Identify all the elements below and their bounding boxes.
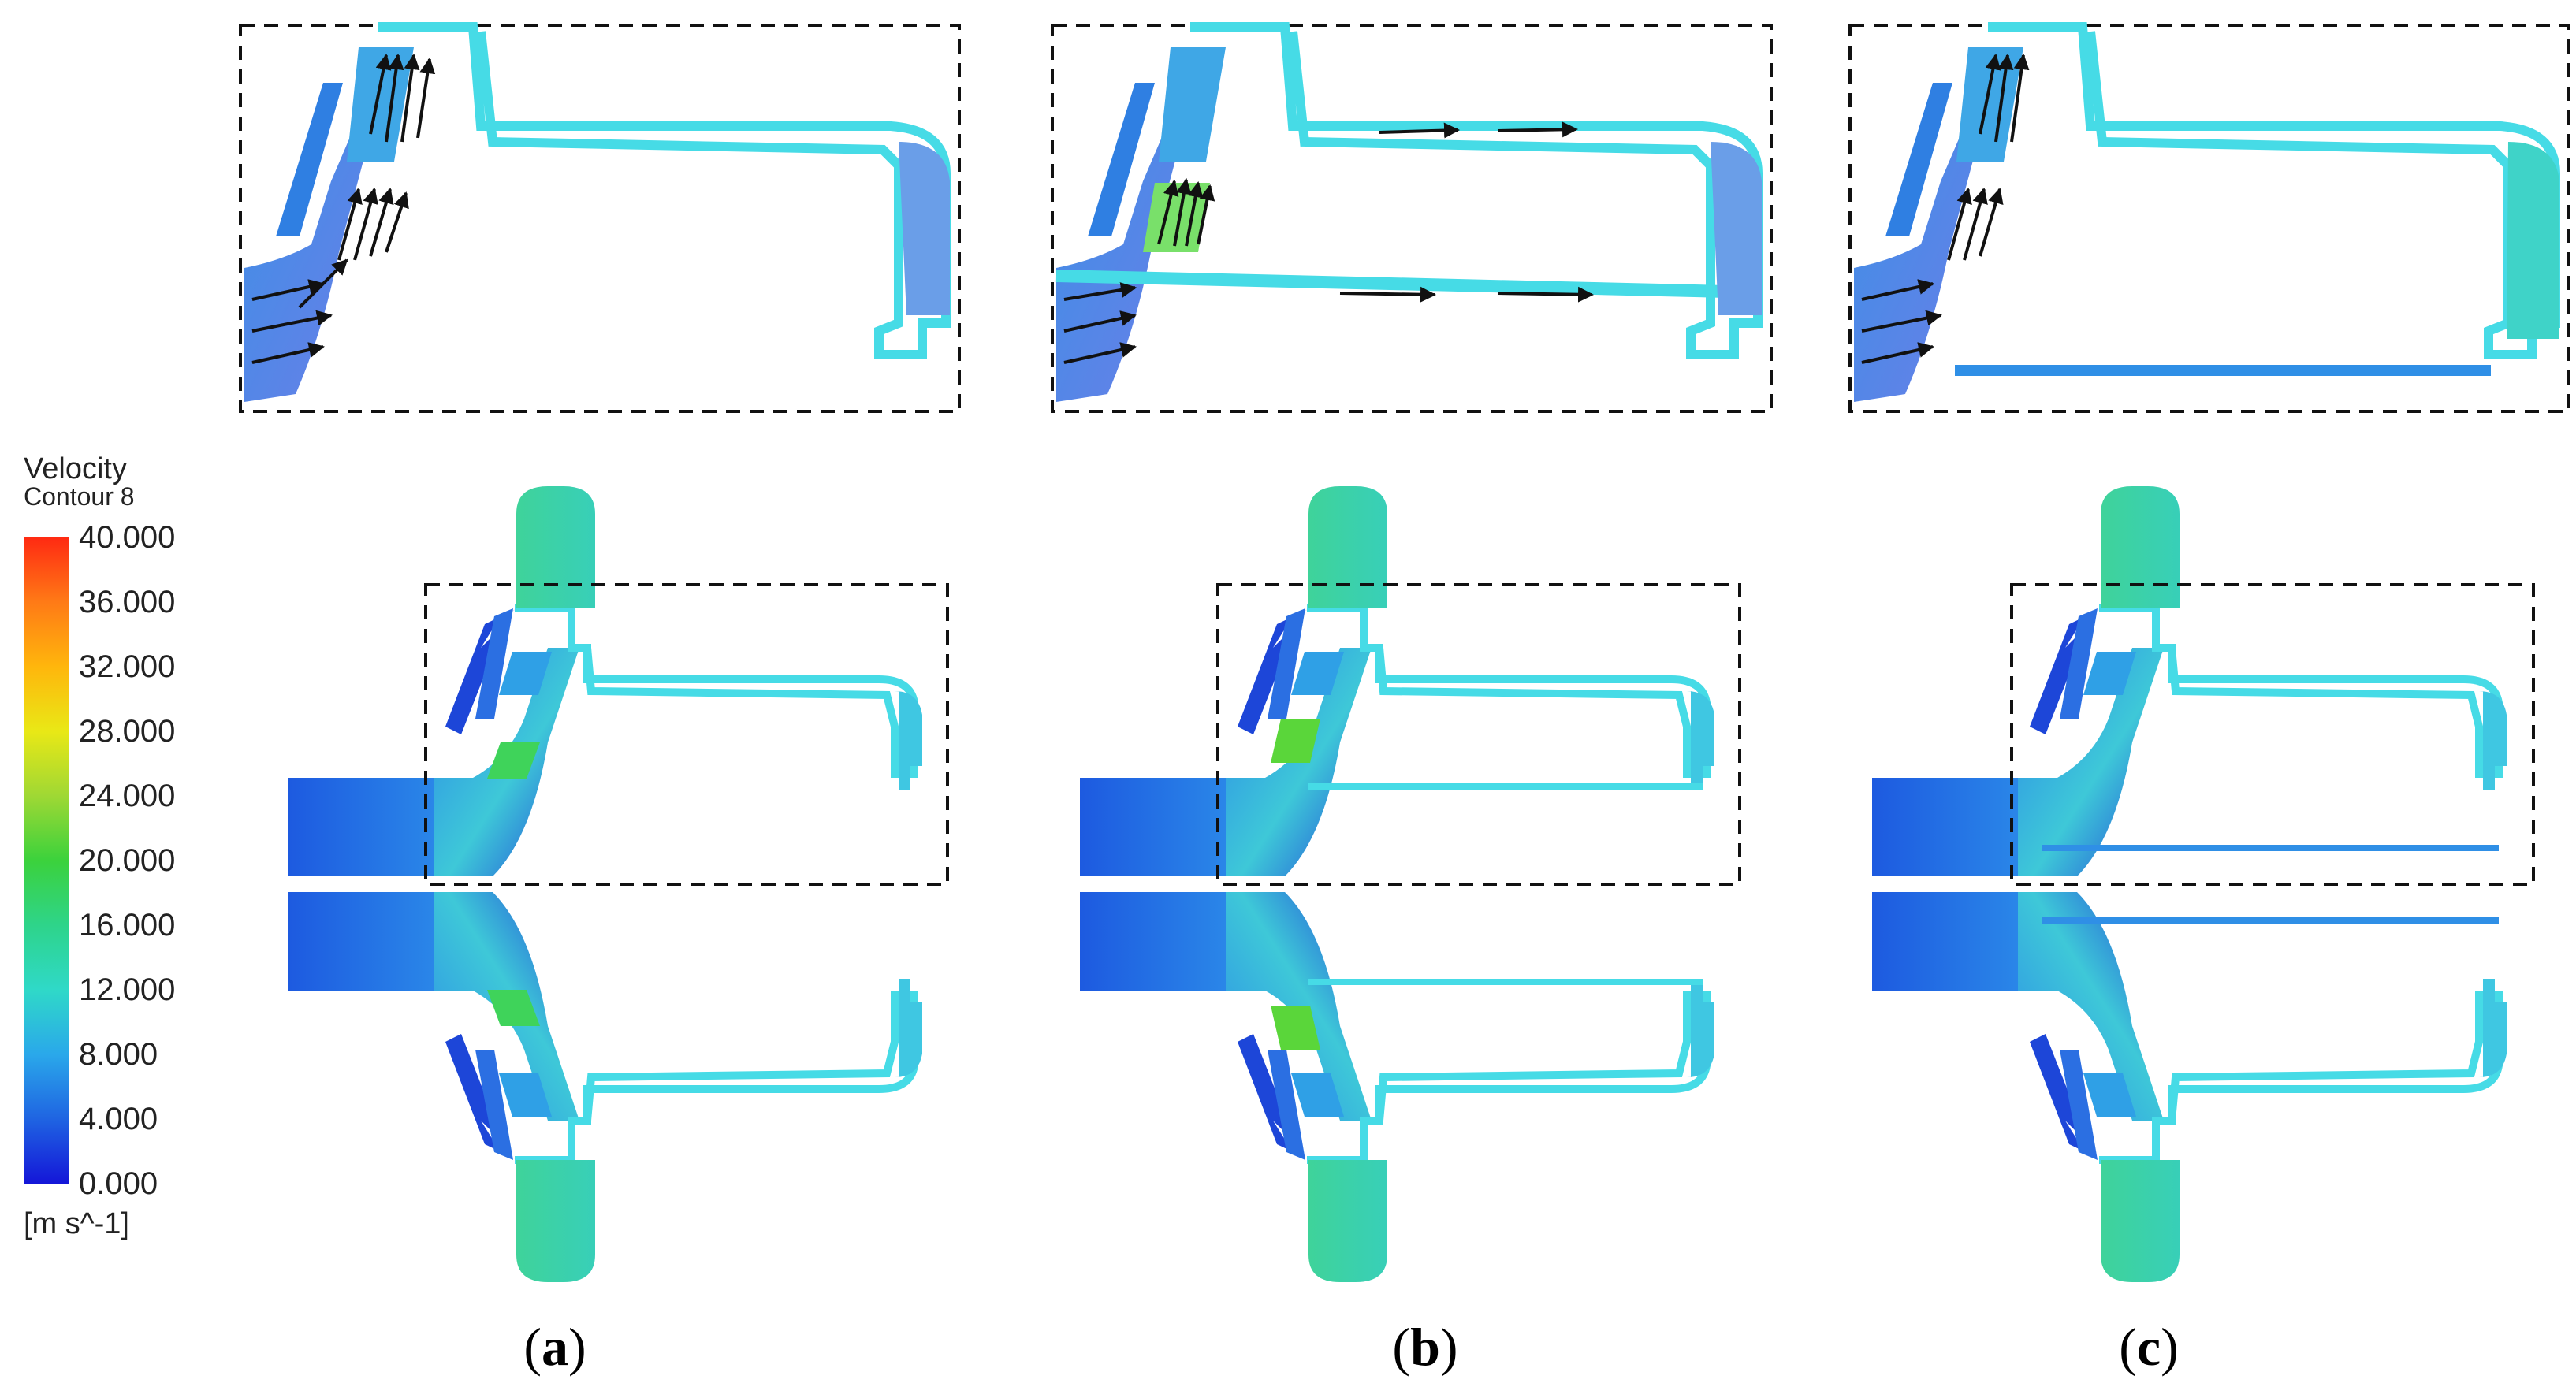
legend-tick-label: 0.000 [79,1166,158,1201]
legend-title: Velocity [24,452,127,485]
legend-tick-label: 8.000 [79,1037,158,1072]
legend-tick-label: 32.000 [79,649,176,684]
panel-a [239,22,961,1282]
zoom-inset-c [1848,22,2570,413]
zoom-frame-c [2010,583,2535,886]
zoom-frame-a [424,583,949,886]
zoom-inset-a [239,22,961,413]
panel-label-b: (b) [1392,1317,1458,1377]
legend-tick-label: 24.000 [79,779,176,813]
legend-tick-label: 28.000 [79,714,176,749]
pump-section-c [1872,486,2507,1282]
panel-c [1848,22,2570,1282]
legend-tick-label: 16.000 [79,908,176,943]
legend-tick-label: 36.000 [79,585,176,619]
legend-subtitle: Contour 8 [24,482,135,511]
legend-tick-label: 40.000 [79,520,176,555]
panel-label-c: (c) [2119,1317,2179,1377]
pump-section-b [1080,486,1714,1282]
legend-unit: [m s^-1] [24,1207,129,1240]
zoom-inset-b [1051,22,1773,413]
legend-colorbar [24,537,69,1184]
legend-tick-label: 12.000 [79,972,176,1007]
legend-tick-label: 4.000 [79,1102,158,1136]
legend [24,537,69,1184]
zoom-frame-b [1216,583,1741,886]
panel-label-a: (a) [523,1317,586,1377]
panel-b [1051,22,1773,1282]
legend-tick-label: 20.000 [79,843,176,878]
